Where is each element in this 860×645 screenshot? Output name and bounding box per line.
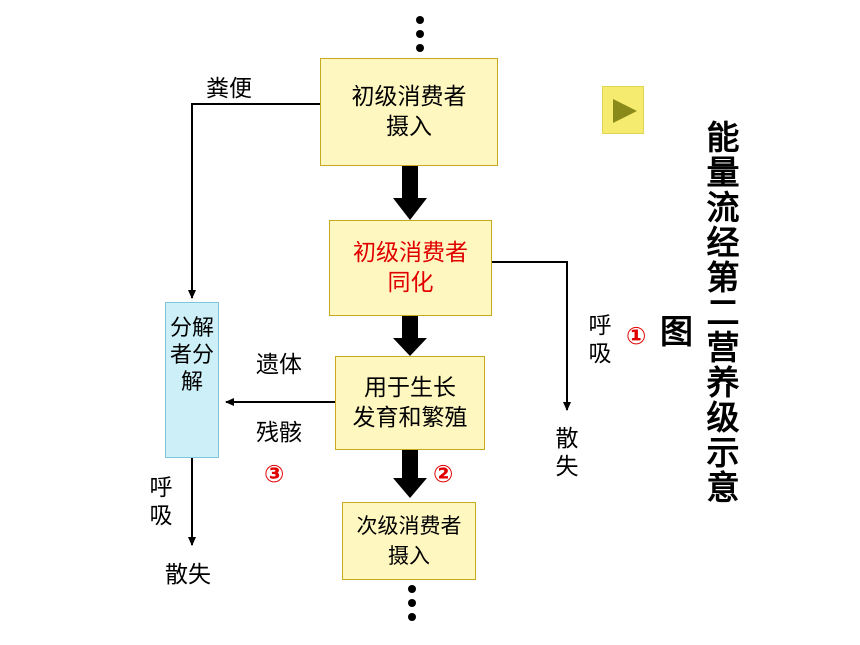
respiration-arrow-right	[492, 261, 571, 411]
marker-two: ②	[433, 460, 454, 488]
secondary-consumer-intake-box: 次级消费者 摄入	[342, 502, 476, 580]
feces-arrow	[188, 103, 320, 299]
continuation-dots-bottom	[408, 585, 416, 627]
decomposer-box: 分解者分解	[165, 302, 219, 458]
thick-arrow-intake-to-assimilation	[393, 166, 427, 220]
respiration-label-left: 呼吸	[149, 475, 173, 529]
primary-assimilation-text: 初级消费者 同化	[353, 240, 468, 296]
diagram-title: 能量流经第二营养级示意	[706, 118, 740, 507]
respiration-label-right: 呼吸	[588, 313, 612, 367]
thick-arrow-assimilation-to-growth	[393, 316, 427, 356]
thick-arrow-growth-to-secondary	[393, 450, 427, 498]
title-last-char: 图	[660, 312, 693, 351]
dissipation-label-left: 散失	[165, 562, 211, 588]
secondary-intake-text: 次级消费者 摄入	[356, 514, 462, 568]
remains-label-bottom: 残骸	[256, 420, 302, 446]
primary-consumer-assimilation-box: 初级消费者 同化	[329, 220, 492, 316]
growth-text: 用于生长 发育和繁殖	[352, 375, 468, 431]
decomposer-text: 分解者分解	[169, 316, 214, 395]
play-button[interactable]	[602, 86, 644, 134]
feces-label: 粪便	[206, 76, 252, 102]
dissipation-label-right: 散失	[555, 426, 579, 480]
marker-one: ①	[626, 322, 647, 350]
primary-intake-text: 初级消费者 摄入	[351, 84, 467, 140]
growth-reproduction-box: 用于生长 发育和繁殖	[335, 356, 485, 450]
play-triangle-icon	[613, 99, 637, 123]
continuation-dots-top	[416, 16, 424, 58]
primary-consumer-intake-box: 初级消费者 摄入	[320, 58, 498, 166]
remains-label-top: 遗体	[256, 352, 302, 378]
marker-three: ③	[264, 460, 285, 488]
